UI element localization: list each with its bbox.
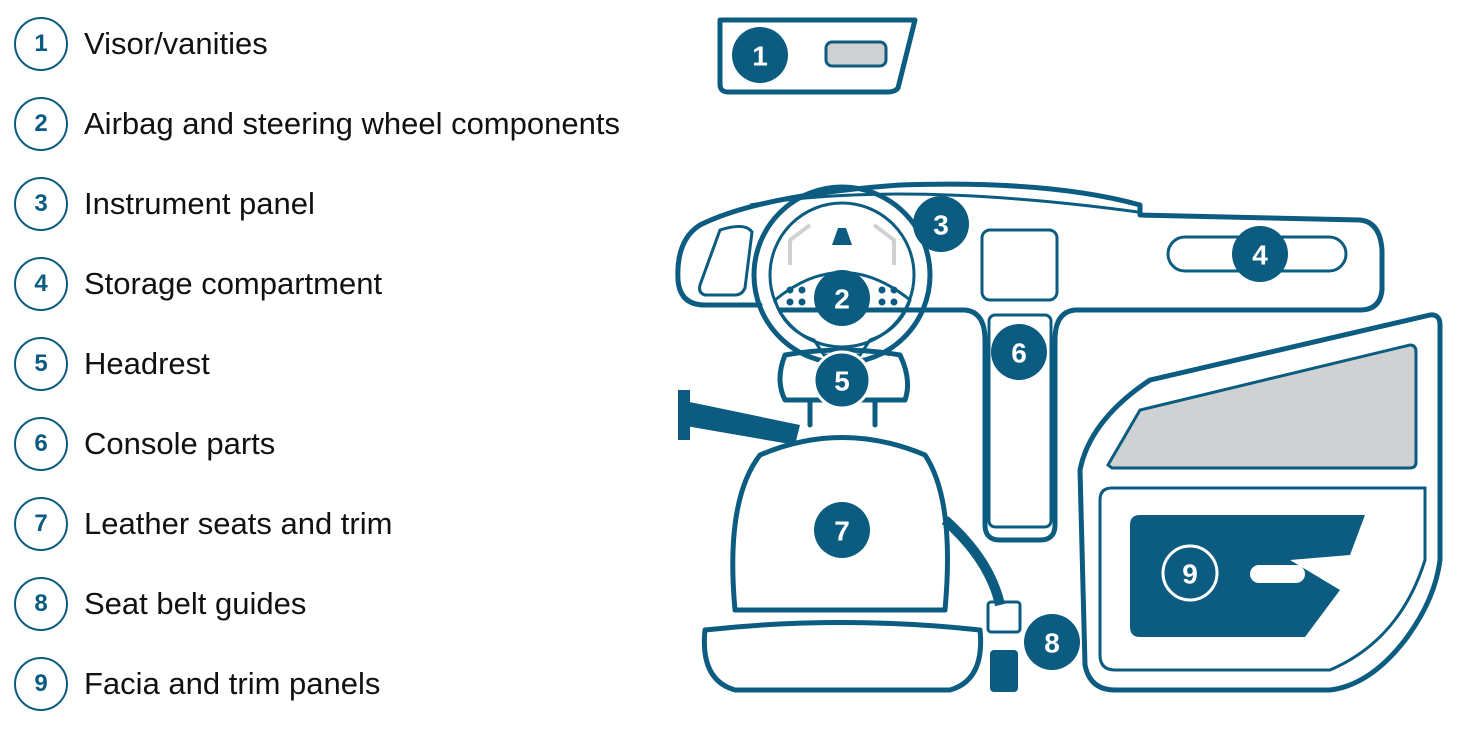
- legend-number: 9: [14, 657, 68, 711]
- legend-label: Console parts: [84, 426, 276, 461]
- legend-label: Leather seats and trim: [84, 506, 393, 541]
- svg-text:7: 7: [834, 516, 850, 547]
- legend-item-instrument-panel: 3 Instrument panel: [14, 174, 315, 234]
- marker-9: 9: [1161, 544, 1219, 602]
- legend-number: 7: [14, 497, 68, 551]
- svg-text:4: 4: [1252, 240, 1268, 271]
- legend-item-airbag: 2 Airbag and steering wheel components: [14, 94, 620, 154]
- diagram-markers: 1 2 3 4 5 6 7 8 9: [732, 27, 1288, 670]
- marker-7: 7: [814, 502, 870, 558]
- legend-item-visor: 1 Visor/vanities: [14, 14, 268, 74]
- legend-item-seats: 7 Leather seats and trim: [14, 494, 392, 554]
- legend-label: Instrument panel: [84, 186, 315, 221]
- svg-text:5: 5: [834, 366, 850, 397]
- legend-item-storage: 4 Storage compartment: [14, 254, 382, 314]
- legend-item-facia: 9 Facia and trim panels: [14, 654, 380, 714]
- legend-label: Storage compartment: [84, 266, 383, 301]
- legend-label: Headrest: [84, 346, 210, 381]
- svg-text:3: 3: [933, 210, 949, 241]
- visor-illustration: [717, 17, 918, 95]
- legend-label: Visor/vanities: [84, 26, 268, 61]
- legend-number: 6: [14, 417, 68, 471]
- legend-number: 1: [14, 17, 68, 71]
- legend-label: Airbag and steering wheel components: [84, 106, 620, 141]
- svg-text:2: 2: [834, 284, 850, 315]
- legend-label: Seat belt guides: [84, 586, 307, 621]
- legend-item-console: 6 Console parts: [14, 414, 275, 474]
- legend-number: 2: [14, 97, 68, 151]
- legend-label: Facia and trim panels: [84, 666, 381, 701]
- legend-item-headrest: 5 Headrest: [14, 334, 210, 394]
- legend-number: 3: [14, 177, 68, 231]
- marker-2: 2: [814, 270, 870, 326]
- svg-text:1: 1: [752, 41, 768, 72]
- marker-8: 8: [1024, 614, 1080, 670]
- svg-text:9: 9: [1182, 559, 1198, 590]
- legend-number: 4: [14, 257, 68, 311]
- svg-text:8: 8: [1044, 628, 1060, 659]
- door-illustration: [1077, 312, 1443, 693]
- dashboard-illustration: [675, 181, 1385, 543]
- marker-3: 3: [913, 196, 969, 252]
- seat-illustration: [678, 347, 1022, 693]
- legend-number: 8: [14, 577, 68, 631]
- legend-item-seatbelt: 8 Seat belt guides: [14, 574, 306, 634]
- marker-4: 4: [1232, 226, 1288, 282]
- legend-number: 5: [14, 337, 68, 391]
- svg-text:6: 6: [1011, 338, 1027, 369]
- marker-6: 6: [991, 324, 1047, 380]
- marker-1: 1: [732, 27, 788, 83]
- marker-5: 5: [812, 350, 872, 410]
